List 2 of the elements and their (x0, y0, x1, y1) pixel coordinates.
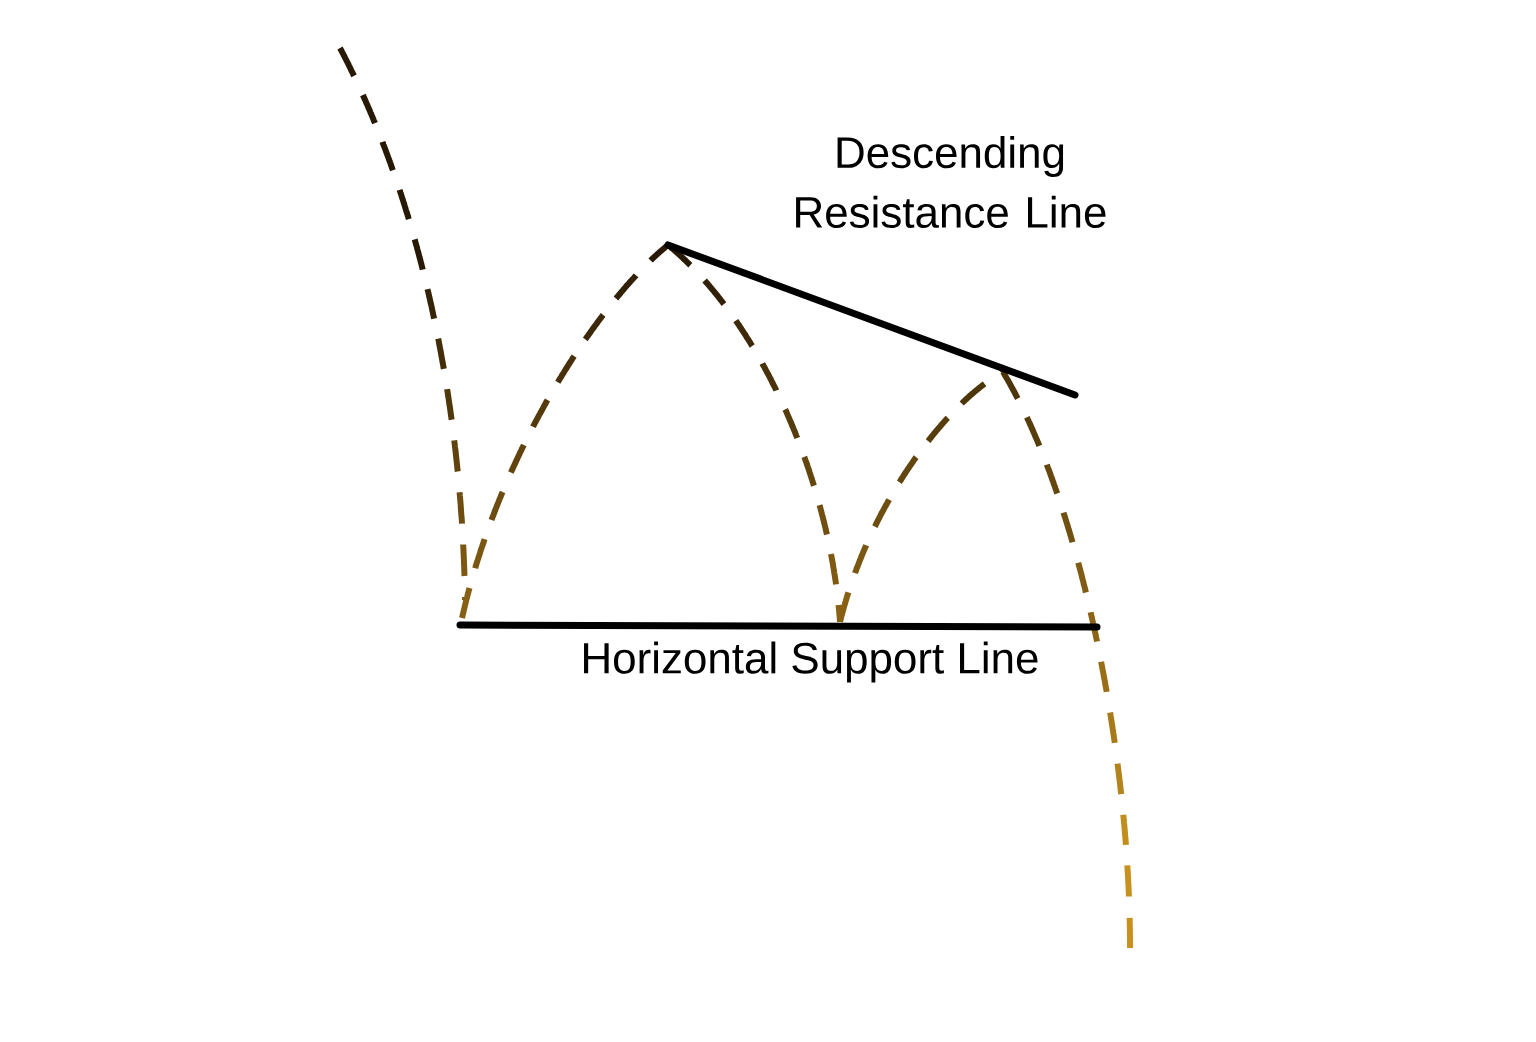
annotation-text: Descending Resistance Line (796, 135, 1106, 228)
annotation-text: Horizontal Support Line (584, 641, 1038, 683)
